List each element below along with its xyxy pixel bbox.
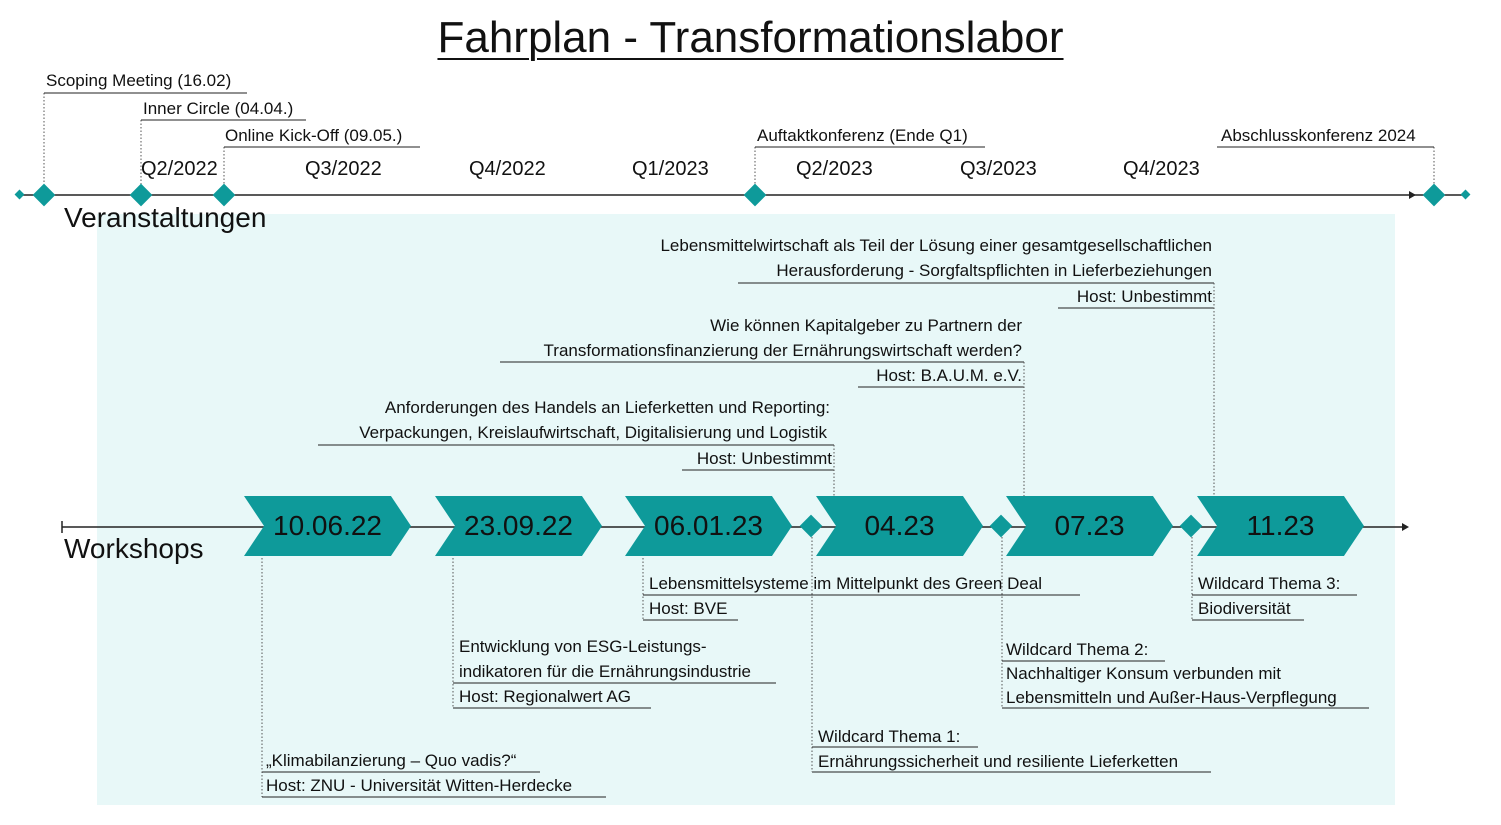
quarter-label: Q1/2023 xyxy=(632,158,709,180)
workshop-date: 23.09.22 xyxy=(464,510,573,541)
topic-wildcard3-line1: Wildcard Thema 3: xyxy=(1198,574,1341,593)
workshop-chevron xyxy=(816,496,983,556)
quarter-label: Q2/2023 xyxy=(796,158,873,180)
section-label-veranstaltungen: Veranstaltungen xyxy=(64,202,267,233)
section-label-workshops: Workshops xyxy=(64,533,204,564)
page-title: Fahrplan - Transformationslabor xyxy=(437,13,1064,62)
topic-green-deal-line1: Lebensmittelsysteme im Mittelpunkt des G… xyxy=(649,574,1043,593)
event-online-kickoff: Online Kick-Off (09.05.) xyxy=(225,126,403,145)
workshop-date: 11.23 xyxy=(1246,510,1315,541)
topic-klima-line1: „Klimabilanzierung – Quo vadis?“ xyxy=(266,751,517,770)
topic-kapital-line2: Transformationsfinanzierung der Ernährun… xyxy=(543,341,1022,360)
workshop-chevron xyxy=(1006,496,1173,556)
workshop-chevron xyxy=(1197,496,1364,556)
topic-handel-line1: Anforderungen des Handels an Lieferkette… xyxy=(384,398,830,417)
workshop-chevron xyxy=(244,496,411,556)
event-auftaktkonferenz: Auftaktkonferenz (Ende Q1) xyxy=(757,126,968,145)
event-leader-lines xyxy=(43,93,1435,184)
quarter-label: Q2/2022 xyxy=(141,158,218,180)
upper-topic-leaders xyxy=(833,283,1215,496)
quarter-label: Q3/2023 xyxy=(960,158,1037,180)
topic-wildcard2-line3: Lebensmitteln und Außer-Haus-Verpflegung xyxy=(1006,688,1337,707)
topic-wildcard2-line1: Wildcard Thema 2: xyxy=(1006,640,1149,659)
quarter-label: Q3/2022 xyxy=(305,158,382,180)
lower-topic-underlines xyxy=(262,594,1369,798)
workshop-date: 06.01.23 xyxy=(654,510,763,541)
quarter-label: Q4/2022 xyxy=(469,158,546,180)
topic-handel-host: Host: Unbestimmt xyxy=(696,449,832,468)
event-underlines xyxy=(44,92,1434,148)
lower-topic-leaders xyxy=(261,537,1193,797)
topic-green-deal-host: Host: BVE xyxy=(649,599,728,618)
topic-esg-host: Host: Regionalwert AG xyxy=(459,687,631,706)
topic-handel-line2: Verpackungen, Kreislaufwirtschaft, Digit… xyxy=(359,423,827,442)
topic-esg-line1: Entwicklung von ESG-Leistungs- xyxy=(459,637,707,656)
workshop-axis-arrow xyxy=(1402,523,1409,531)
topic-wildcard3-line2: Biodiversität xyxy=(1198,599,1291,618)
workshop-date: 10.06.22 xyxy=(273,510,382,541)
upper-topic-underlines xyxy=(318,282,1214,471)
topic-esg-line2: indikatoren für die Ernährungsindustrie xyxy=(459,662,752,681)
topic-wildcard1-line2: Ernährungssicherheit und resiliente Lief… xyxy=(818,752,1179,771)
topic-kapital-line1: Wie können Kapitalgeber zu Partnern der xyxy=(710,316,1022,335)
topic-klima-host: Host: ZNU - Universität Witten-Herdecke xyxy=(266,776,573,795)
workshop-chevron xyxy=(625,496,792,556)
topic-kapital-host: Host: B.A.U.M. e.V. xyxy=(876,366,1022,385)
workshop-date: 04.23 xyxy=(864,510,935,541)
event-scoping-meeting: Scoping Meeting (16.02) xyxy=(46,71,232,90)
topic-lebensmittel-line1: Lebensmittelwirtschaft als Teil der Lösu… xyxy=(660,236,1212,255)
topic-lebensmittel-line2: Herausforderung - Sorgfaltspflichten in … xyxy=(776,261,1212,280)
topic-wildcard2-line2: Nachhaltiger Konsum verbunden mit xyxy=(1006,664,1281,683)
workshop-date: 07.23 xyxy=(1054,510,1125,541)
quarter-label: Q4/2023 xyxy=(1123,158,1200,180)
events-axis-arrow xyxy=(1409,191,1416,199)
workshop-chevron xyxy=(435,496,602,556)
topic-lebensmittel-host: Host: Unbestimmt xyxy=(1076,287,1212,306)
event-abschlusskonferenz: Abschlusskonferenz 2024 xyxy=(1221,126,1416,145)
topic-wildcard1-line1: Wildcard Thema 1: xyxy=(818,727,961,746)
event-inner-circle: Inner Circle (04.04.) xyxy=(143,99,294,118)
